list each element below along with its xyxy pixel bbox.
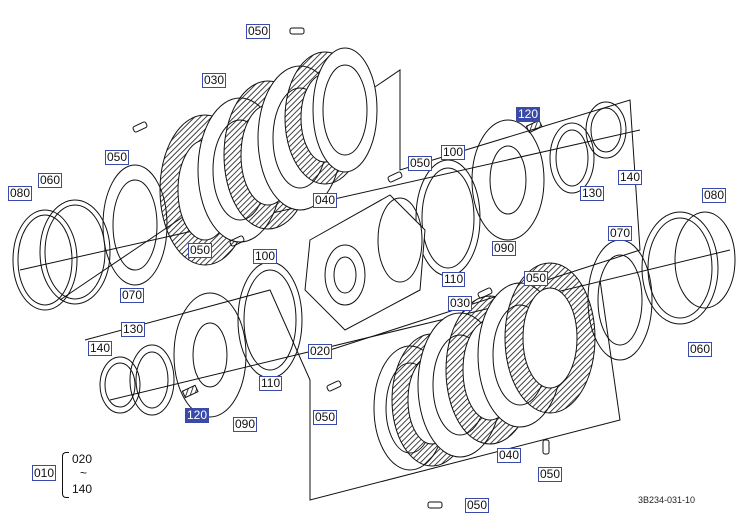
label-050: 050 <box>188 243 213 258</box>
label-030: 030 <box>202 73 227 88</box>
kit-range-start: 020 <box>72 452 93 466</box>
label-050: 050 <box>408 156 433 171</box>
label-040: 040 <box>313 193 338 208</box>
snap-ring-140-lower <box>99 356 141 414</box>
kit-bracket <box>62 452 69 498</box>
spring-120-upper <box>525 119 543 134</box>
label-070: 070 <box>120 288 145 303</box>
label-030: 030 <box>448 296 473 311</box>
label-130: 130 <box>121 322 146 337</box>
pin-050-top <box>289 27 305 35</box>
figure-reference: 3B234-031-10 <box>638 495 696 505</box>
snap-ring-080-lower <box>674 211 736 309</box>
label-130: 130 <box>580 186 605 201</box>
lower-axis-line <box>109 249 731 401</box>
piston-090-lower <box>173 292 247 418</box>
snap-ring-140-upper <box>585 101 627 159</box>
label-050: 050 <box>465 498 490 513</box>
spring-060-upper <box>39 199 111 305</box>
label-140: 140 <box>618 170 643 185</box>
washer-130-upper <box>549 122 595 194</box>
kit-code: 010 <box>32 465 57 481</box>
label-090: 090 <box>233 417 258 432</box>
washer-130-lower <box>129 344 175 416</box>
ring-100-lower <box>237 261 303 379</box>
label-140: 140 <box>88 341 113 356</box>
snap-ring-080-upper <box>12 209 78 311</box>
label-050: 050 <box>246 24 271 39</box>
label-080: 080 <box>702 188 727 203</box>
kit-range-end: 140 <box>72 482 93 496</box>
label-070: 070 <box>608 226 633 241</box>
kit-range-sep: ~ <box>80 466 88 480</box>
lower-frame <box>84 279 621 501</box>
spring-060-lower <box>641 211 719 325</box>
piston-090-upper <box>471 119 545 241</box>
clutch-hub-020 <box>304 194 426 331</box>
label-050: 050 <box>105 150 130 165</box>
label-100: 100 <box>253 249 278 264</box>
spring-120-lower <box>181 384 199 399</box>
label-060: 060 <box>38 173 63 188</box>
label-100: 100 <box>441 145 466 160</box>
label-040: 040 <box>497 448 522 463</box>
label-050: 050 <box>313 410 338 425</box>
ring-100-upper <box>415 159 481 277</box>
label-020: 020 <box>308 344 333 359</box>
label-080: 080 <box>8 186 33 201</box>
label-050: 050 <box>524 271 549 286</box>
label-050: 050 <box>538 467 563 482</box>
label-120: 120 <box>185 408 210 423</box>
label-110: 110 <box>259 376 283 391</box>
label-060: 060 <box>688 342 713 357</box>
label-120: 120 <box>516 107 541 122</box>
label-090: 090 <box>492 241 517 256</box>
label-110: 110 <box>442 272 466 287</box>
